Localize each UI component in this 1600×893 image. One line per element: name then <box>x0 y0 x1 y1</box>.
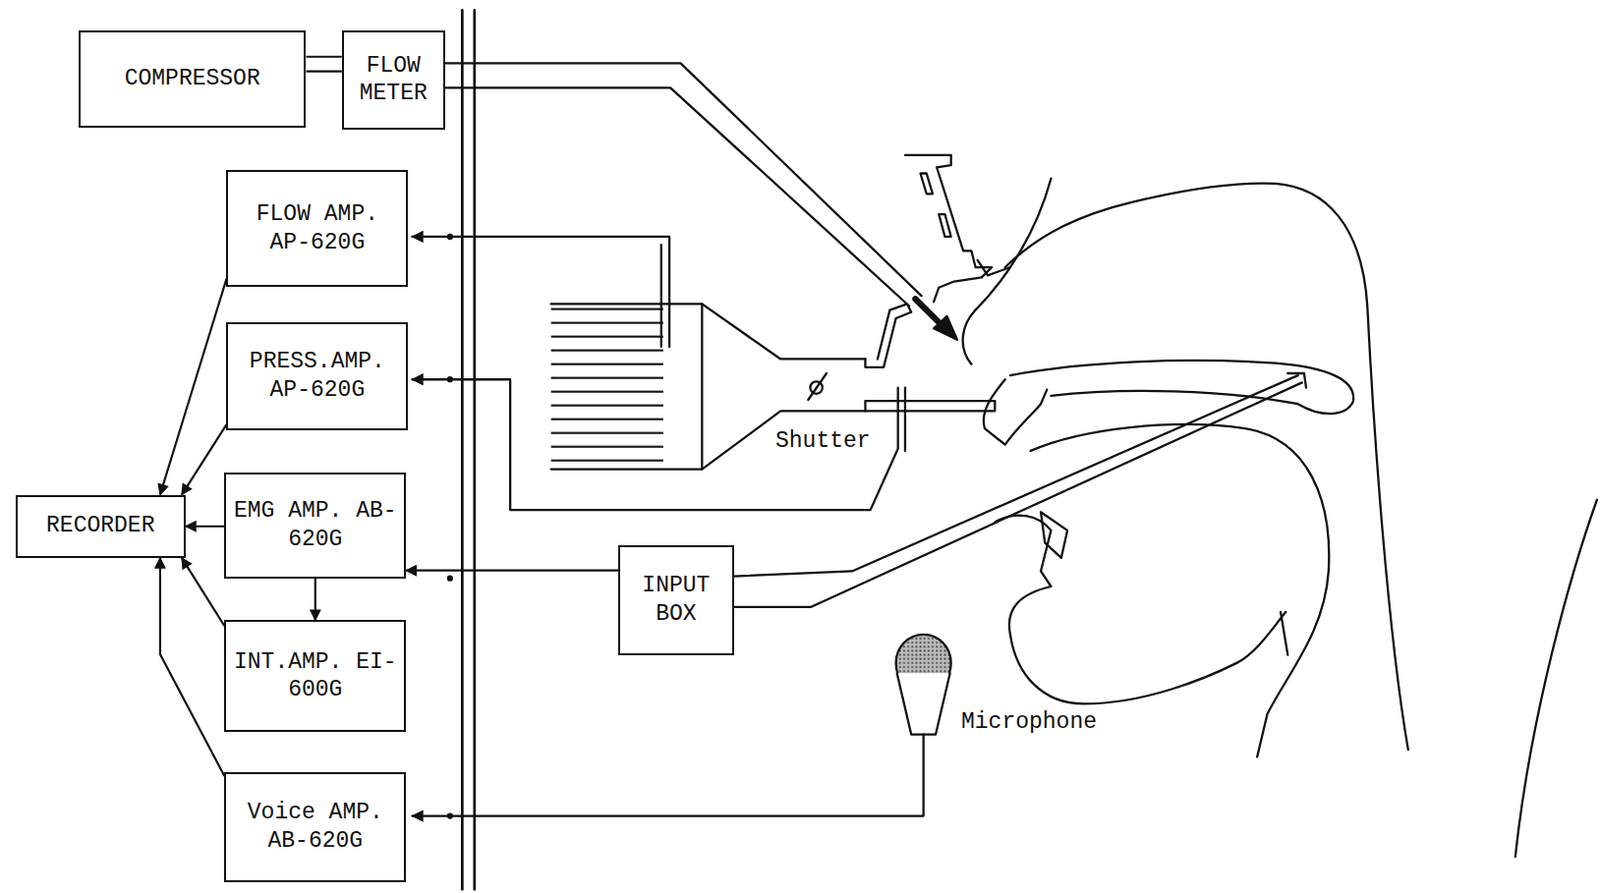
box-label: RECORDER <box>46 512 155 541</box>
jaw-outline <box>994 515 1286 705</box>
junction-dots <box>447 233 454 820</box>
microphone-handle <box>897 673 951 735</box>
wall-line <box>460 9 464 890</box>
voice-signal-line <box>411 735 923 817</box>
pneumotach-body <box>551 303 703 469</box>
air-line <box>305 57 342 72</box>
nasal-piece <box>905 155 992 303</box>
signal-arrow <box>160 279 228 496</box>
box-label: Voice AMP. AB-620G <box>231 799 399 857</box>
equipment-box: INT.AMP. EI-600G <box>224 620 406 733</box>
electrode-tip <box>1287 373 1307 389</box>
equipment-box: FLOW METER <box>342 30 446 130</box>
flow-signal-line <box>660 244 663 347</box>
equipment-box: COMPRESSOR <box>78 30 307 128</box>
head-outline <box>1005 183 1409 751</box>
nose-outline <box>963 178 1052 365</box>
electrode-wire <box>734 382 1303 607</box>
equipment-box: RECORDER <box>15 495 186 559</box>
shutter-valve <box>807 373 827 400</box>
signal-arrow <box>185 525 225 528</box>
box-label: EMG AMP. AB-620G <box>231 497 399 555</box>
flow-signal-line <box>411 236 670 347</box>
electrode-wire <box>734 375 1299 577</box>
equipment-box: EMG AMP. AB-620G <box>224 472 406 579</box>
part-label: Shutter <box>773 428 873 457</box>
box-label: INT.AMP. EI-600G <box>231 648 399 706</box>
epiglottis <box>1280 612 1288 656</box>
upper-teeth <box>983 379 1047 445</box>
wall-line <box>472 9 476 890</box>
equipment-box: PRESS.AMP. AP-620G <box>226 322 408 431</box>
lower-teeth <box>1040 512 1068 559</box>
air-tube <box>445 87 910 306</box>
equipment-box: INPUT BOX <box>618 545 734 655</box>
equipment-box: FLOW AMP. AP-620G <box>226 170 408 286</box>
box-label: INPUT BOX <box>626 571 726 629</box>
box-label: FLOW AMP. AP-620G <box>233 200 400 258</box>
box-label: PRESS.AMP. AP-620G <box>233 347 400 405</box>
pneumotach-cone <box>701 303 865 359</box>
pressure-tube <box>864 400 995 411</box>
signal-arrow <box>181 424 228 495</box>
part-label: Microphone <box>959 709 1099 738</box>
pressure-signal-line <box>411 379 898 511</box>
signal-arrow <box>314 578 317 622</box>
palate-outline <box>1010 360 1354 414</box>
mask-cup <box>864 303 912 367</box>
box-label: COMPRESSOR <box>124 64 261 94</box>
air-arrow <box>914 298 941 325</box>
box-label: FLOW METER <box>349 52 438 110</box>
air-arrow-head <box>933 316 958 341</box>
tongue-outline <box>1030 424 1330 757</box>
pressure-signal-line <box>904 388 907 452</box>
equipment-box: Voice AMP. AB-620G <box>224 772 406 883</box>
nasal-piece <box>920 173 952 237</box>
signal-arrow <box>181 558 225 627</box>
signal-arrow <box>160 558 225 777</box>
signal-arrow <box>405 570 619 572</box>
neck-outline <box>1515 500 1598 858</box>
screen-hatch <box>551 303 664 469</box>
